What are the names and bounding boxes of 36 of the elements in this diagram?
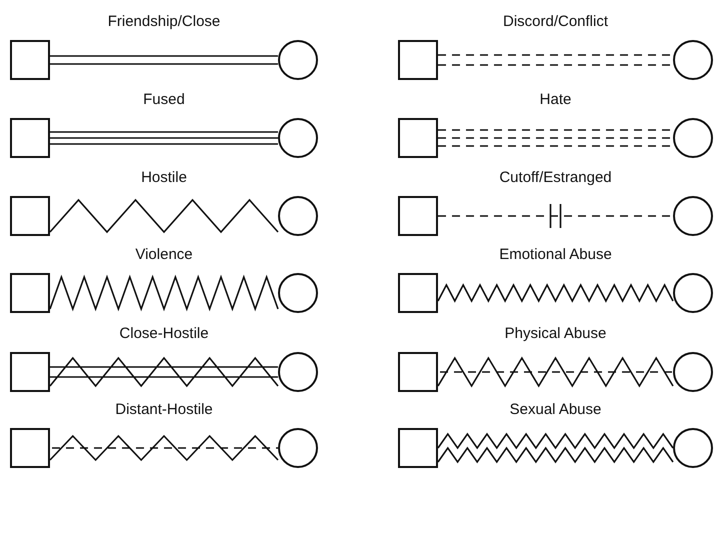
male-square [398, 40, 438, 80]
female-circle [673, 428, 713, 468]
female-circle [673, 196, 713, 236]
relationship-line [437, 283, 674, 303]
male-square [398, 428, 438, 468]
female-circle [673, 40, 713, 80]
female-circle [673, 118, 713, 158]
male-square [398, 273, 438, 313]
female-circle [673, 352, 713, 392]
male-square [398, 118, 438, 158]
relationship-line [49, 55, 279, 65]
male-square [10, 352, 50, 392]
female-circle [278, 352, 318, 392]
male-square [10, 118, 50, 158]
female-circle [673, 273, 713, 313]
female-circle [278, 273, 318, 313]
edge-label: Friendship/Close [108, 13, 220, 30]
edge-label: Physical Abuse [504, 325, 606, 342]
male-square [10, 428, 50, 468]
relationship-line [49, 434, 279, 462]
male-square [398, 196, 438, 236]
female-circle [278, 196, 318, 236]
female-circle [278, 40, 318, 80]
relationship-line [438, 215, 673, 217]
male-square [10, 273, 50, 313]
relationship-line [437, 432, 674, 464]
edge-label: Cutoff/Estranged [499, 169, 612, 186]
male-square [398, 352, 438, 392]
relationship-line [49, 356, 279, 388]
relationship-line [437, 356, 674, 388]
relationship-line [49, 198, 279, 234]
relationship-line [49, 131, 279, 145]
male-square [10, 196, 50, 236]
male-square [10, 40, 50, 80]
female-circle [278, 118, 318, 158]
female-circle [278, 428, 318, 468]
